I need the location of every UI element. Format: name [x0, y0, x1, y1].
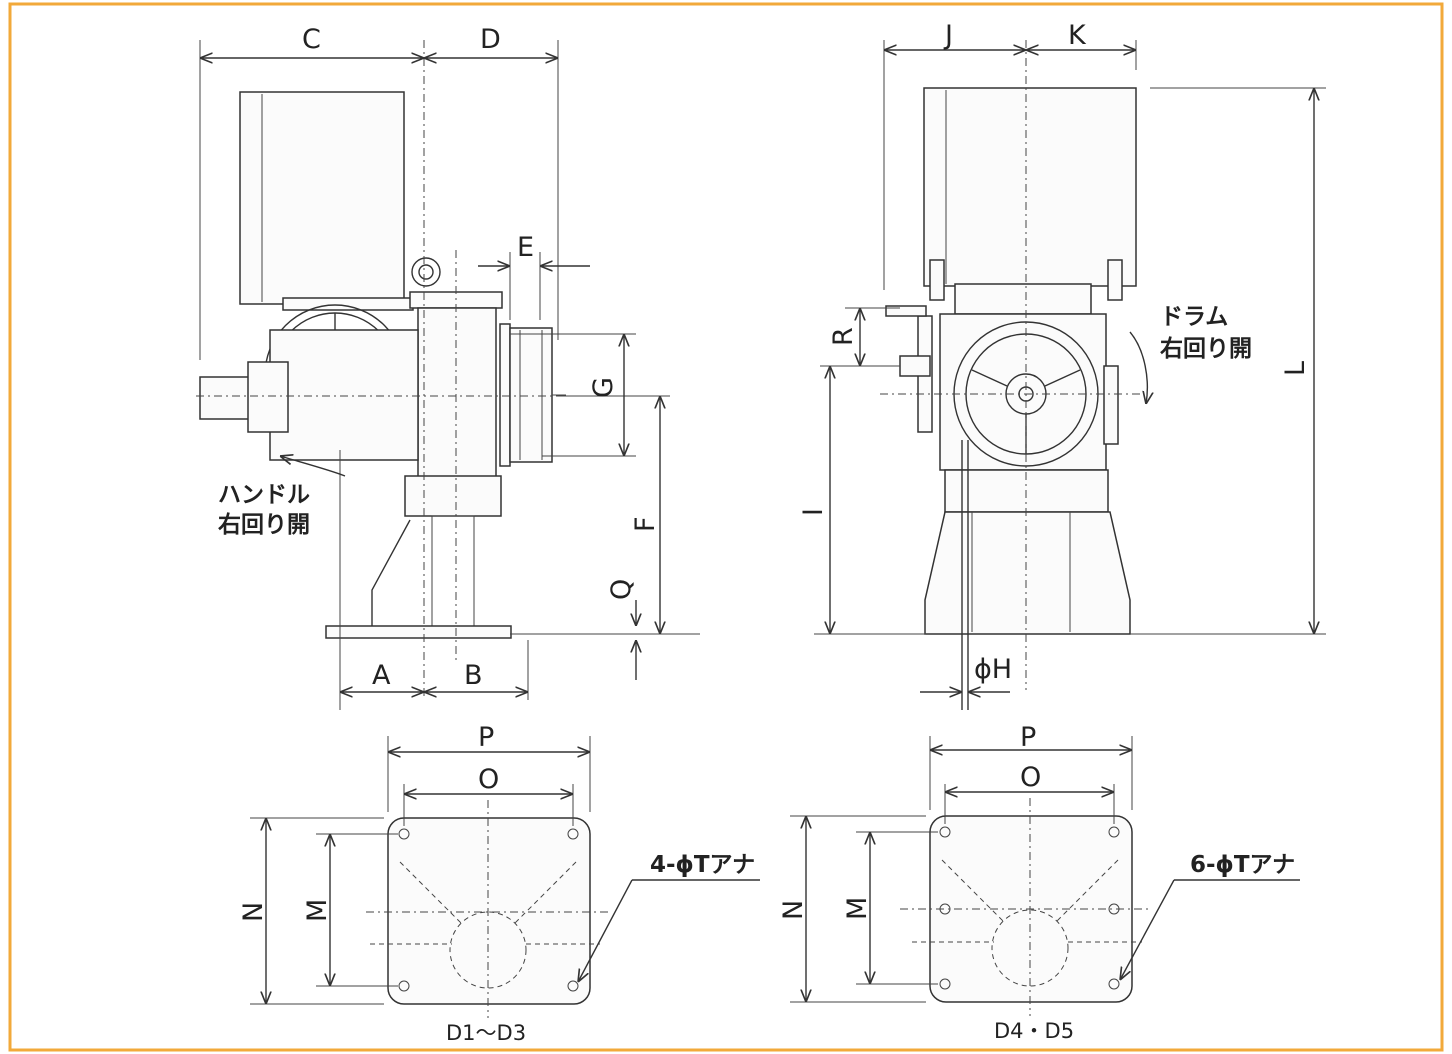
- base-right-hole-note: 6-ϕTアナ: [1190, 852, 1295, 878]
- dim-label-c: C: [302, 24, 321, 55]
- base-left-hole-note: 4-ϕTアナ: [650, 852, 755, 878]
- dim-label-k: K: [1068, 20, 1087, 51]
- base-right-dim-n: N: [778, 900, 809, 920]
- sheet-border: [8, 2, 1444, 1052]
- base-right-dim-m: M: [842, 897, 873, 920]
- base-left-dim-p: P: [478, 722, 494, 753]
- base-left-dim-o: O: [478, 764, 499, 795]
- dim-label-e: E: [517, 232, 534, 263]
- base-right-caption: D4・D5: [994, 1019, 1074, 1043]
- base-right-dim-o: O: [1020, 762, 1041, 793]
- drum-note-line2: 右回り開: [1160, 335, 1252, 362]
- base-plate-left: [250, 736, 760, 1018]
- base-left-caption: D1～D3: [446, 1021, 526, 1045]
- base-plate-right: [790, 736, 1300, 1016]
- dim-label-j: J: [943, 20, 953, 51]
- handle-note-line1: ハンドル: [218, 482, 310, 508]
- dim-label-i: I: [798, 508, 829, 516]
- side-view: [196, 40, 700, 710]
- dim-label-b: B: [464, 660, 483, 691]
- dim-label-d: D: [480, 24, 501, 55]
- dim-label-a: A: [372, 660, 391, 691]
- dim-label-g: G: [588, 377, 619, 398]
- handle-note-line2: 右回り開: [218, 511, 310, 538]
- dim-label-phi-h: ϕH: [974, 654, 1012, 685]
- dim-label-r: R: [828, 327, 859, 346]
- base-right-dim-p: P: [1020, 722, 1036, 753]
- drum-note-line1: ドラム: [1160, 304, 1228, 330]
- dim-label-q: Q: [606, 579, 637, 600]
- base-left-dim-m: M: [302, 899, 333, 922]
- dim-label-l: L: [1280, 361, 1311, 376]
- front-view: [814, 40, 1326, 710]
- dim-label-f: F: [630, 516, 661, 532]
- base-left-dim-n: N: [238, 902, 269, 922]
